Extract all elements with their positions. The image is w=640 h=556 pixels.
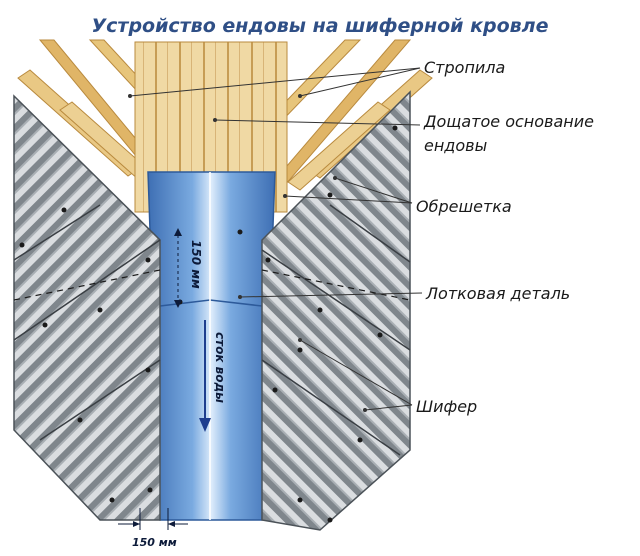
overlap-dimension: 150 мм <box>174 228 203 308</box>
slate-overlap <box>13 204 101 261</box>
slate-overlap <box>261 249 411 351</box>
label-tray: Лотковая деталь <box>425 284 570 303</box>
label-board-base-line1: Дощатое основание <box>423 112 594 131</box>
slate-sheet <box>261 90 411 531</box>
flow-label: сток воды <box>213 332 227 403</box>
diagram-title: Устройство ендовы на шиферной кровле <box>92 15 549 37</box>
slate-overlap <box>13 239 161 341</box>
slate-overlap <box>329 204 411 263</box>
slate-sheet <box>13 94 161 521</box>
water-flow: сток воды <box>199 320 227 432</box>
bottom-width-label: 150 мм <box>132 536 177 549</box>
batten-line-dashed <box>261 269 411 301</box>
tray-sheet <box>147 171 276 521</box>
label-battens: Обрешетка <box>416 197 512 216</box>
leader-lines <box>129 67 423 411</box>
valley-tray <box>147 171 276 521</box>
slate-overlap <box>261 359 401 456</box>
leader-dots <box>128 94 367 412</box>
batten-line-dashed <box>13 269 161 301</box>
label-slate: Шифер <box>416 397 477 416</box>
label-board-base-line2: ендовы <box>424 136 487 155</box>
overlap-dimension-label: 150 мм <box>189 240 203 289</box>
slate-overlap <box>39 359 161 441</box>
slate-left <box>13 94 161 521</box>
flow-arrow-icon <box>199 418 211 432</box>
label-rafters: Стропила <box>424 58 505 77</box>
slate-right <box>261 90 411 531</box>
bottom-width-dimension: 150 мм <box>118 508 188 549</box>
